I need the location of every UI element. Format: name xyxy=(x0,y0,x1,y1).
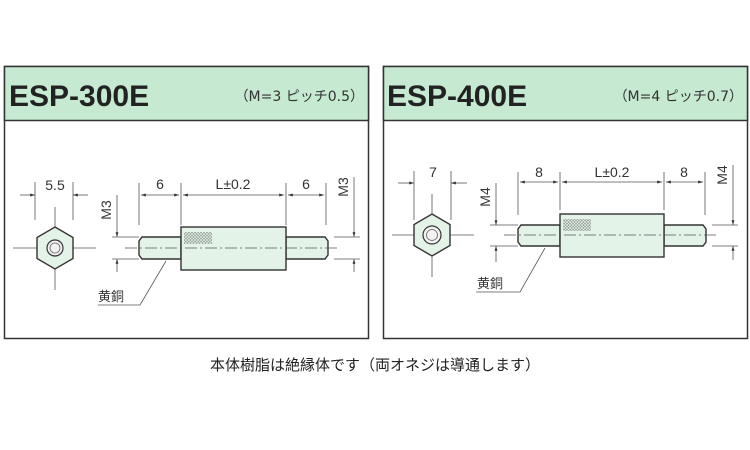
thread-size-left: M3 xyxy=(98,200,114,220)
thread-size-left: M4 xyxy=(477,187,493,207)
hex-width-label: 5.5 xyxy=(45,177,65,193)
body-length-label: L±0.2 xyxy=(595,164,630,180)
model-title: ESP-400E xyxy=(387,80,527,113)
thread-left-length: 6 xyxy=(156,176,164,192)
thread-left-length: 8 xyxy=(535,164,543,180)
body-length-label: L±0.2 xyxy=(216,176,251,192)
side-view: 8 L±0.2 8 M4 M4 黄銅 xyxy=(476,164,738,293)
knurl-pattern xyxy=(184,232,212,244)
thread-spec: （M=4 ピッチ0.7） xyxy=(614,89,743,105)
material-label: 黄銅 xyxy=(477,277,503,292)
thread-right-length: 8 xyxy=(680,164,688,180)
side-view: 6 L±0.2 6 M3 M3 黄銅 xyxy=(98,176,360,306)
panel-header xyxy=(3,65,370,122)
panel-header xyxy=(382,65,749,122)
hex-width-label: 7 xyxy=(429,164,437,180)
material-label: 黄銅 xyxy=(98,290,124,305)
model-title: ESP-300E xyxy=(9,80,149,113)
panel-esp-300e: ESP-300E （M=3 ピッチ0.5） 5.5 xyxy=(3,65,370,340)
caption-note: 本体樹脂は絶縁体です（両オネジは導通します） xyxy=(210,356,540,374)
hex-end-view: 7 xyxy=(392,164,474,277)
knurl-pattern xyxy=(563,219,591,231)
thread-size-right: M4 xyxy=(714,165,730,185)
thread-size-right: M3 xyxy=(335,177,351,197)
thread-right-length: 6 xyxy=(302,176,310,192)
hex-end-view: 5.5 xyxy=(13,177,96,290)
panel-esp-400e: ESP-400E （M=4 ピッチ0.7） 7 xyxy=(382,65,749,340)
thread-spec: （M=3 ピッチ0.5） xyxy=(235,89,364,105)
